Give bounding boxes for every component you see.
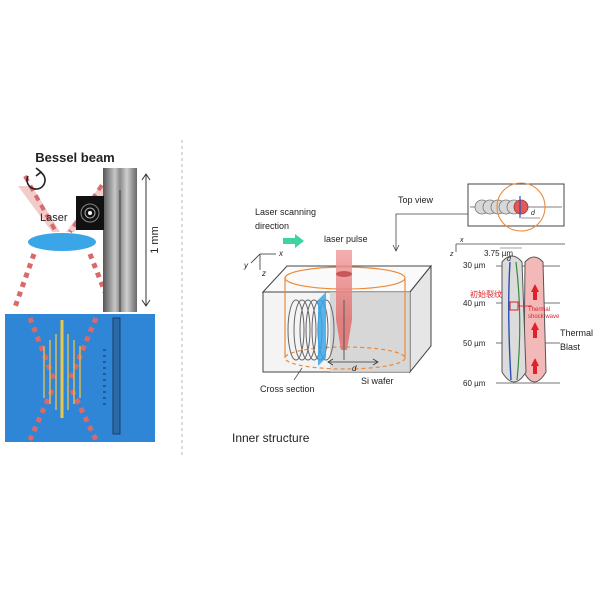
scale-label: 1 mm (149, 226, 161, 254)
depth-axis-x: x (459, 237, 464, 244)
bessel-title: Bessel beam (35, 150, 115, 165)
modified-track (103, 317, 121, 435)
laser-pulse-label: laser pulse (324, 234, 368, 244)
bessel-spot-inset (76, 196, 104, 230)
depth-profile (455, 243, 565, 384)
top-view-pointer (395, 213, 468, 250)
axis-z-label: z (261, 269, 266, 278)
shock-wave-label-2: shock wave (528, 314, 560, 320)
rotation-arrow-icon (26, 167, 46, 190)
cross-section-label: Cross section (260, 384, 315, 394)
scan-arrow-icon (283, 234, 304, 248)
d-label: d (352, 364, 357, 373)
scan-direction-label-2: direction (255, 221, 289, 231)
scale-bar (141, 173, 151, 307)
d-label-depth: d (507, 256, 512, 263)
axis-triad (250, 253, 276, 270)
depth-tick-40: 40 µm (463, 299, 486, 308)
axis-x-label: x (278, 249, 284, 258)
depth-tick-50: 50 µm (463, 339, 486, 348)
depth-tick-30: 30 µm (463, 261, 486, 270)
initial-crack-label: 初始裂纹 (470, 289, 502, 299)
si-wafer-label: Si wafer (361, 376, 394, 386)
left-panel: 1 mm Bessel beam Laser (5, 150, 161, 442)
caption: Inner structure (232, 431, 310, 445)
depth-top-label: 3.75 µm (484, 249, 513, 258)
lens (28, 233, 96, 251)
shock-wave-label-1: Thermal (528, 307, 550, 313)
depth-tick-60: 60 µm (463, 379, 486, 388)
bessel-focus (43, 320, 81, 418)
laser-label: Laser (40, 212, 68, 224)
depth-axis-z: z (449, 251, 454, 258)
thermal-blast-label-2: Blast (560, 342, 581, 352)
top-view-inset (467, 182, 565, 232)
scan-direction-label-1: Laser scanning (255, 207, 316, 217)
right-panel: Laser scanning direction laser pulse Top… (232, 182, 593, 445)
thermal-blast-label-1: Thermal (560, 328, 593, 338)
axis-y-label: y (243, 261, 249, 270)
si-wafer-block (261, 250, 433, 374)
top-view-label: Top view (398, 195, 434, 205)
top-view-d-label: d (531, 210, 536, 217)
